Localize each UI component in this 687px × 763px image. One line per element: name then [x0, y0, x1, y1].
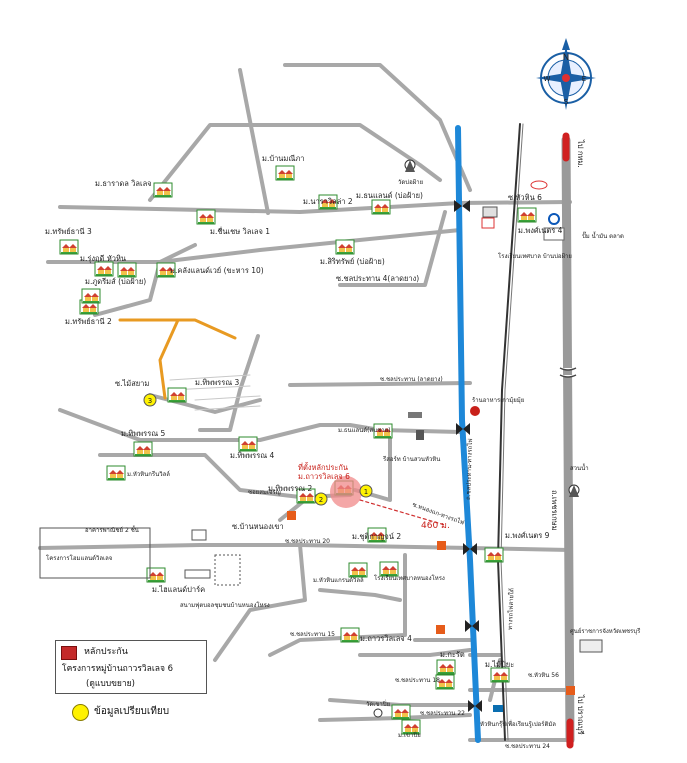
comparison-key-label: ข้อมูลเปรียบเทียบ [94, 706, 170, 717]
road-label-railway: ทางรถไฟสายใต้ [506, 588, 515, 630]
distance-label: 460 ม. [421, 521, 450, 531]
label-nara-villa: ม.นาราวิลล่า 2 [303, 197, 353, 206]
label-commercial-bldg: อาคารพาณิชย์ 2 ชั้น [85, 524, 139, 534]
label-nong-hong-school: โรงเรียนเทศบาลหนองโหรง [374, 574, 445, 582]
subject-label-line2: ม.ถาวรวิลเลจ 6 [298, 472, 350, 481]
label-khao-pi: ม.เขาปิ่ย [398, 731, 421, 739]
junction-markers [454, 200, 482, 712]
compass-rose [536, 38, 596, 110]
road-label-baan-nong-khao: ซ.บ้านหนองเขา [232, 522, 284, 531]
road-label-soi-somcharoen: ซอยสมเจริญ [248, 489, 281, 496]
label-phudreams: ม.ภูดรีมส์ (บ่อฝ้าย) [85, 277, 146, 286]
map-legend: หลักประกัน โครงการหมู่บ้านถาวรวิลเลจ 6 (… [55, 640, 207, 694]
road-label-cholprathan-4: ซ.ชลประทาน 4(ลาดยาง) [336, 274, 419, 283]
road-label-to-pranburi: ไป ปราณบุรี [576, 694, 585, 735]
road-label-cholprathan-20: ซ.ชลประทาน 20 [285, 538, 330, 545]
subject-label-line1: ที่ตั้งหลักประกัน [298, 462, 348, 472]
label-school-bo-fai: โรงเรียนเทศบาล บ้านบ่อฝ้าย [498, 252, 572, 260]
subject-property-marker [330, 476, 362, 508]
label-thawon-4: ม.ถาวรวิลเลจ 4 [360, 634, 412, 643]
label-phongnet-9: ม.พงศ์เนตร 9 [505, 531, 550, 540]
legend-project-name: โครงการหมู่บ้านถาวรวิลเลจ 6 [62, 664, 174, 674]
road-label-mai-siam: ซ.ไม้สยาม [115, 379, 149, 388]
landmark-icons [39, 159, 603, 718]
label-wat-bo-fai: วัดบ่อฝ้าย [398, 179, 423, 186]
label-thipphawan-5: ม.ทิพพรรณ 5 [121, 429, 166, 438]
label-sapthani-2: ม.ทรัพย์ธานี 2 [65, 317, 112, 326]
label-rungrudee: ม.รุ่งฤดี หัวหิน [80, 254, 126, 263]
label-phongnet-4: ม.พงศ์เนตร 4 [518, 226, 563, 235]
label-sapthani-3: ม.ทรัพย์ธานี 3 [45, 227, 92, 236]
label-thipphawan-3: ม.ทิพพรรณ 3 [195, 378, 240, 387]
label-thanaland-somchai: ม.ธนแลนด์(สมชาย) [338, 426, 390, 434]
label-thipphawan-4: ม.ทิพพรรณ 4 [230, 451, 275, 460]
legend-see-detail: (ดูแบบขยาย) [86, 679, 135, 689]
compass-s: S [564, 98, 569, 106]
legend-subject-swatch [61, 646, 77, 660]
road-label-cholprathan-24: ซ.ชลประทาน 24 [505, 743, 550, 750]
comparable-2-label: 2 [319, 496, 323, 504]
road-label-phetkasem: ถ.เพชรเกษม [550, 490, 559, 531]
compass-n: N [563, 53, 570, 63]
road-label-to-bangkok: ไป กทม. [576, 139, 585, 168]
label-govt-center: ศูนย์ราชการจังหวัดเพชรบุรี [570, 627, 641, 635]
label-resort: รีสอร์ท บ้านสวนหัวหิน [382, 455, 440, 463]
label-baan-manipa: ม.บ้านมณีภา [262, 154, 304, 163]
label-khlangland: ม.คลังแลนด์เวย์ (ขะหาร 10) [170, 266, 264, 275]
label-homeland-village: โครงการโฮมแลนด์วิลเลจ [46, 554, 112, 562]
label-wat-khao-pi: วัดเขาปิ่ย [366, 700, 390, 708]
compass-e: E [582, 75, 586, 83]
legend-title: หลักประกัน [84, 647, 128, 657]
comparable-markers [143, 393, 373, 506]
comparable-3-label: 3 [148, 397, 152, 405]
label-tharadol: ม.ธาราดล วิลเลจ [95, 179, 152, 188]
comparison-dot-key [72, 704, 89, 721]
label-thanaland: ม.ธนแลนด์ (บ่อฝ้าย) [356, 191, 423, 200]
label-highland-park: ม.ไฮแลนด์ปาร์ค [152, 585, 205, 594]
highway-break-markers [559, 367, 577, 378]
label-huahin-greenville: ม.หัวหินกรีนวิลล์ [127, 470, 170, 478]
label-karat: ม.กะรัต [440, 650, 465, 659]
comparable-1-label: 1 [364, 488, 368, 496]
label-siri-sap: ม.สิริทรัพย์ (บ่อฝ้าย) [320, 257, 385, 266]
road-label-cholprathan-18: ซ.ชลประทาน 18 [395, 677, 440, 684]
label-huahin-group: หัวหินกรุ๊ปเพื่อเรียนรู้เปอร์ติมัล [480, 720, 556, 728]
label-restaurant: ร้านอาหารเกามุ้ยมุ้ย [472, 397, 524, 404]
label-mai-piya: ม.ไม้ปิยะ [485, 660, 514, 669]
label-chutikarn-2: ม.ชุติกาญจน์ 2 [352, 532, 401, 541]
label-football-field: สนามฟุตบอลชุมชนบ้านหนองโหรง [180, 601, 270, 609]
road-label-hua-hin-6: ซ.หัวหิน 6 [508, 193, 542, 202]
label-water-park: สวนน้ำ [570, 462, 589, 472]
road-label-cholprathan-22: ซ.ชลประทาน 22 [420, 710, 465, 717]
label-thipphawan-2: ม.ทิพพรรณ 2 [268, 484, 313, 493]
road-label-cholprathan-lower: ซ.ชลประทาน (ลาดยาง) [380, 376, 443, 383]
label-huahin-grandville: ม.หัวหินแกรนด์วิลล์ [313, 576, 364, 584]
compass-w: W [544, 75, 551, 83]
label-chuenchet: ม.ชื่นเชษ วิลเลจ 1 [210, 226, 270, 236]
road-label-hua-hin-56: ซ.หัวหิน 56 [528, 672, 559, 679]
road-label-cholprathan-15: ซ.ชลประทาน 15 [290, 631, 335, 638]
label-gas-market: ปั๊ม น้ำมัน ตลาด [582, 230, 624, 240]
road-label-canal-road: ถ.ชลประทาน-ทางรถไฟ [464, 438, 474, 500]
